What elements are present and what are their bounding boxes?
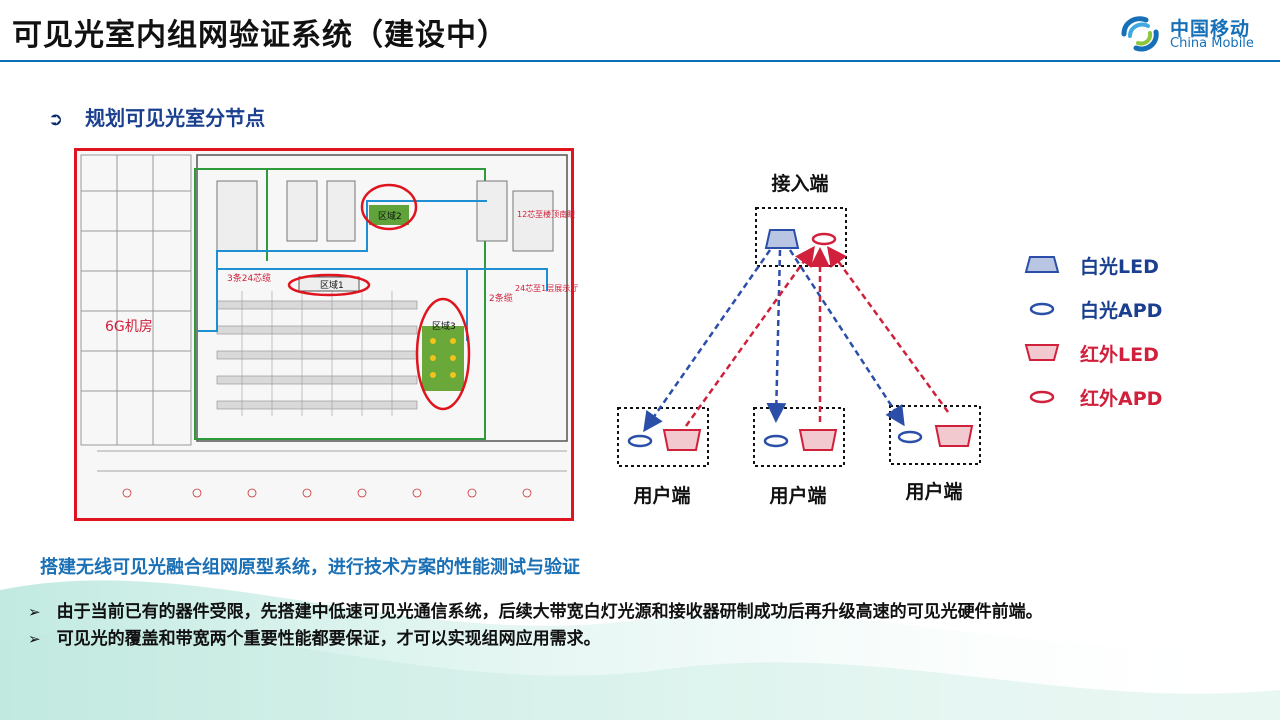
infrared-led-icon (1024, 344, 1060, 361)
summary-point-1: ➢ 由于当前已有的器件受限，先搭建中低速可见光通信系统，后续大带宽白灯光源和接收器… (28, 597, 1043, 622)
white-apd-icon (897, 430, 923, 444)
china-mobile-logo: 中国移动 China Mobile (1118, 12, 1268, 56)
floorplan-image: 区域2 区域1 区域3 6G机房 3条24芯缆 2条缆 12芯至楼顶南眼 24芯… (74, 148, 578, 521)
summary-point-2-text: 可见光的覆盖和带宽两个重要性能都要保证，才可以实现组网应用需求。 (56, 629, 601, 649)
legend-label-infrared-led: 红外LED (1080, 343, 1159, 366)
user-end-box-1 (617, 407, 709, 467)
summary-point-2: ➢ 可见光的覆盖和带宽两个重要性能都要保证，才可以实现组网应用需求。 (28, 624, 601, 649)
legend-label-white-apd: 白光APD (1080, 299, 1163, 322)
area1-label: 区域1 (320, 279, 344, 291)
white-apd-icon (627, 434, 653, 448)
cable-2-label: 2条缆 (489, 292, 513, 304)
user-end-label-1: 用户端 (633, 484, 690, 507)
logo-text-cn: 中国移动 (1170, 18, 1251, 40)
legend-label-white-led: 白光LED (1080, 255, 1159, 278)
white-apd-icon (1029, 302, 1055, 316)
white-led-icon (1024, 256, 1060, 273)
area2-label: 区域2 (378, 210, 402, 222)
access-end-label: 接入端 (771, 172, 828, 195)
network-diagram: 接入端 用户端 用户端 用户端 (600, 160, 1000, 520)
legend-label-infrared-apd: 红外APD (1080, 387, 1163, 410)
logo-text-en: China Mobile (1170, 36, 1254, 51)
infrared-led-icon (798, 429, 838, 451)
white-led-icon (764, 229, 800, 249)
section-heading-text: 规划可见光室分节点 (85, 106, 266, 130)
area3-label: 区域3 (432, 320, 456, 332)
infrared-apd-icon (811, 232, 837, 246)
china-mobile-logo-icon (1121, 16, 1159, 52)
summary-heading: 搭建无线可见光融合组网原型系统，进行技术方案的性能测试与验证 (40, 557, 580, 578)
legend-item-white-led: 白光LED (1022, 250, 1159, 280)
floorplan-drawing: 区域2 区域1 区域3 6G机房 3条24芯缆 2条缆 12芯至楼顶南眼 24芯… (77, 151, 578, 518)
user-end-box-3 (889, 405, 981, 465)
cable-3x24-label: 3条24芯缆 (227, 272, 271, 284)
legend-item-infrared-led: 红外LED (1022, 338, 1159, 368)
infrared-apd-icon (1029, 390, 1055, 404)
arrow-bullet-icon: ➲ (48, 109, 64, 130)
triangle-bullet-icon: ➢ (28, 603, 41, 621)
user-end-label-3: 用户端 (905, 480, 962, 503)
infrared-led-icon (662, 429, 702, 451)
cable-12-label: 12芯至楼顶南眼 (517, 209, 575, 219)
network-diagram-svg: 接入端 用户端 用户端 用户端 (617, 172, 981, 507)
user-end-label-2: 用户端 (769, 484, 826, 507)
white-apd-icon (763, 434, 789, 448)
cable-24-label: 24芯至1层展示厅 (515, 283, 578, 293)
summary-point-1-text: 由于当前已有的器件受限，先搭建中低速可见光通信系统，后续大带宽白灯光源和接收器研… (56, 602, 1043, 622)
page-title: 可见光室内组网验证系统（建设中） (12, 18, 508, 53)
infrared-led-icon (934, 425, 974, 447)
legend-item-white-apd: 白光APD (1022, 294, 1162, 324)
legend-item-infrared-apd: 红外APD (1022, 382, 1162, 412)
section-heading: ➲ 规划可见光室分节点 (48, 102, 265, 131)
title-divider (0, 60, 1280, 62)
legend: 白光LED 白光APD 红外LED 红外APD (1022, 250, 1222, 420)
decorative-wave-background (0, 580, 1280, 720)
user-end-box-2 (753, 407, 845, 467)
triangle-bullet-icon: ➢ (28, 630, 41, 648)
room-6g-label: 6G机房 (105, 319, 153, 335)
